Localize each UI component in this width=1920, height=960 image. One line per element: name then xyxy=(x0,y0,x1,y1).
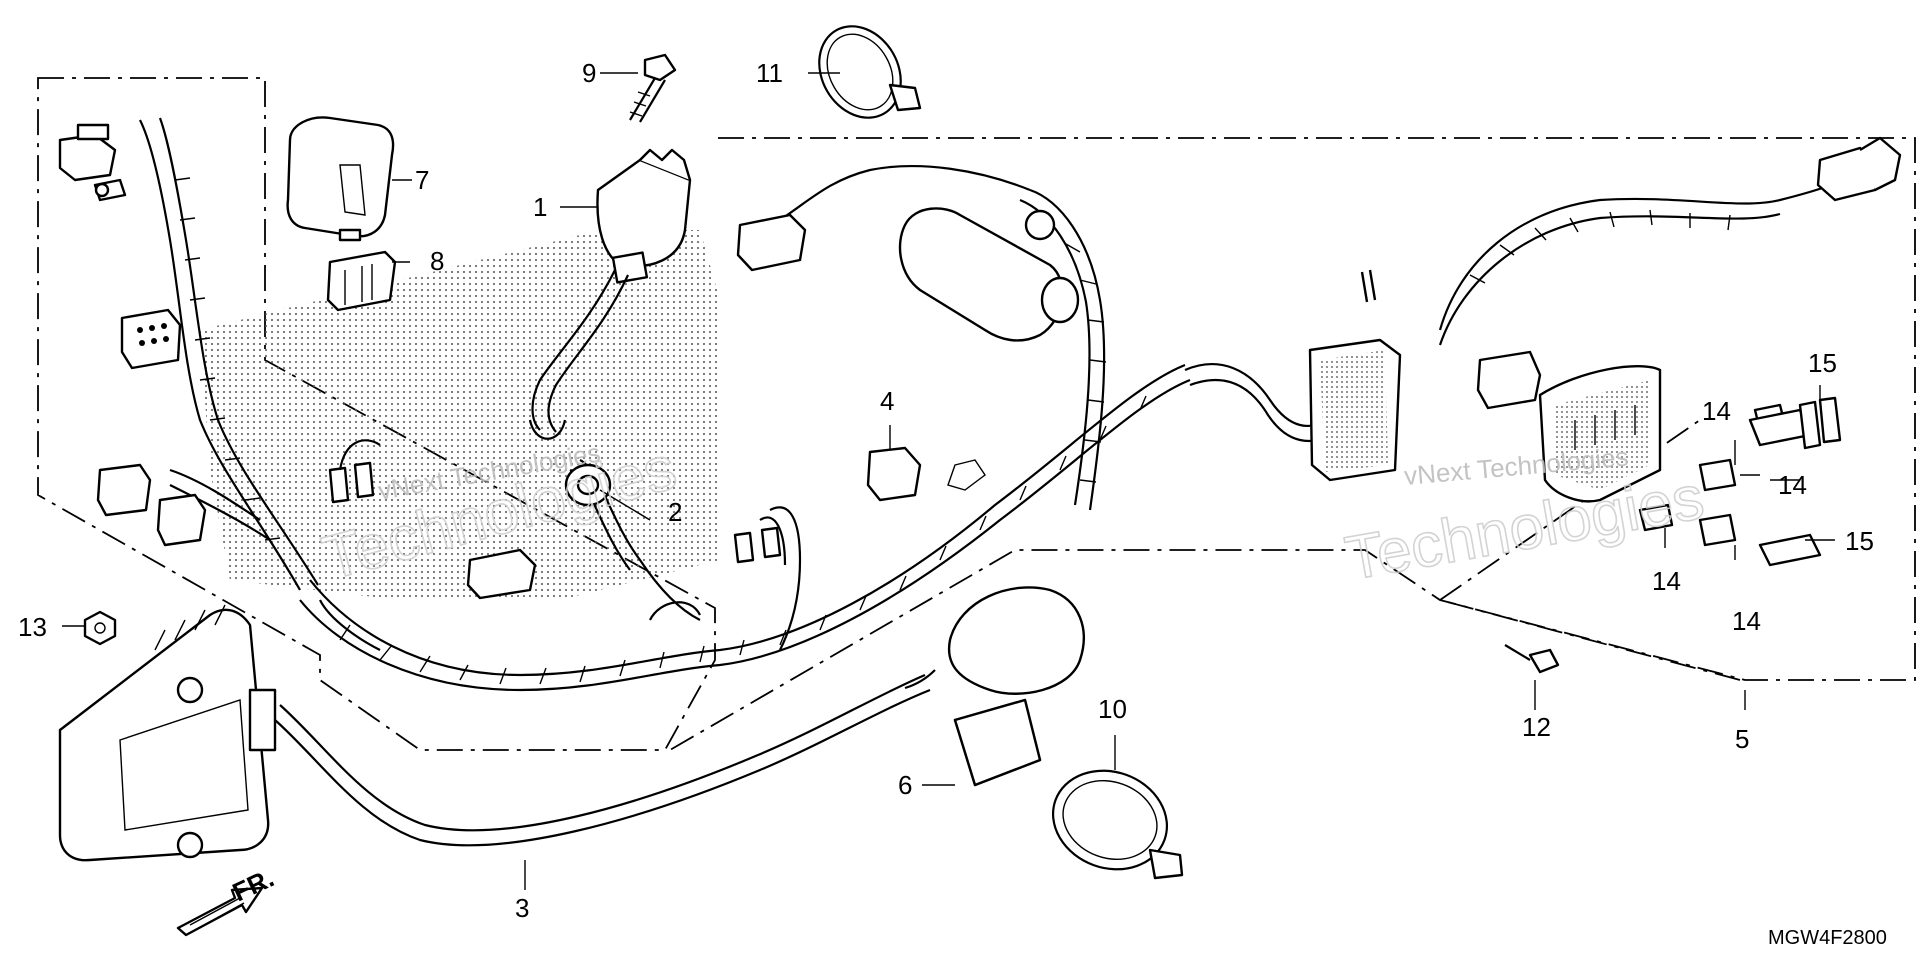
left-group-boundary xyxy=(37,77,716,751)
callout-3: 3 xyxy=(515,893,529,923)
callout-6: 6 xyxy=(898,770,912,800)
callout-14-c: 14 xyxy=(1652,566,1681,596)
callout-12: 12 xyxy=(1522,712,1551,742)
drawing-code: MGW4F2800 xyxy=(1768,927,1887,949)
callout-1: 1 xyxy=(533,192,547,222)
small-relay xyxy=(866,446,986,502)
connector-center-low xyxy=(466,548,537,600)
callout-14-d: 14 xyxy=(1732,606,1761,636)
connector-block xyxy=(326,250,397,312)
callout-7: 7 xyxy=(415,165,429,195)
callout-15: 15 xyxy=(1808,348,1837,378)
connector-top-right xyxy=(1816,136,1902,202)
callout-4: 4 xyxy=(880,386,894,416)
callout-10: 10 xyxy=(1098,694,1127,724)
ignition-switch xyxy=(528,148,692,440)
spade-connectors-center xyxy=(733,526,782,564)
callout-14: 14 xyxy=(1702,396,1731,426)
connector-center-top xyxy=(736,213,807,272)
fuses xyxy=(1638,396,1842,567)
relay xyxy=(286,116,395,242)
bolt xyxy=(629,53,677,123)
connector-top-left xyxy=(58,123,127,202)
callout-9: 9 xyxy=(582,58,596,88)
leader-lines xyxy=(62,72,1835,890)
front-direction-indicator: FR. xyxy=(176,863,279,937)
cylinder-component xyxy=(904,586,1085,695)
regulator-rectifier xyxy=(58,604,277,862)
connector-square xyxy=(120,308,182,370)
callout-14-b: 14 xyxy=(1778,470,1807,500)
callout-15-b: 15 xyxy=(1845,526,1874,556)
screw xyxy=(1504,644,1560,674)
callout-11: 11 xyxy=(756,58,783,88)
ignition-coil xyxy=(898,207,1080,342)
insulator-plate xyxy=(953,698,1042,787)
nut xyxy=(83,610,117,646)
grommet xyxy=(564,463,701,621)
callout-8: 8 xyxy=(430,246,444,276)
hose-clamp-bottom xyxy=(1051,769,1184,880)
fuse-box xyxy=(1538,364,1662,503)
callout-13: 13 xyxy=(18,612,47,642)
fuse-box-bracket xyxy=(1439,419,1701,601)
callout-labels: 1 2 3 4 5 6 7 8 9 10 11 12 13 14 15 14 1… xyxy=(18,58,1874,923)
hose-clamp-top xyxy=(818,25,922,119)
shaded-area xyxy=(200,230,720,600)
callout-5: 5 xyxy=(1735,724,1749,754)
spade-connectors-left xyxy=(328,439,381,504)
callout-2: 2 xyxy=(668,497,682,527)
right-group-bracket xyxy=(1439,599,1741,681)
starter-relay-box xyxy=(1308,269,1542,482)
connector-left-small xyxy=(96,463,207,547)
